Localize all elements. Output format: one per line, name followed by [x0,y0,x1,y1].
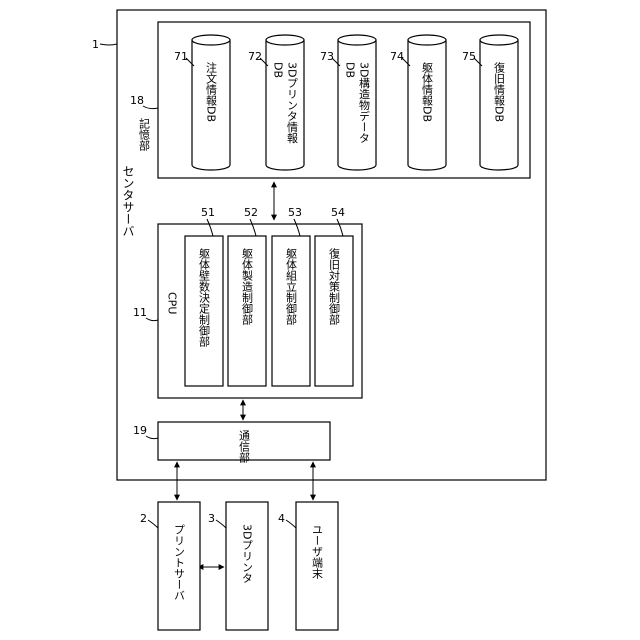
external-device: 3 3Dプリンタ [208,502,268,630]
external-device-leader [148,520,158,528]
storage-ref: 18 [130,94,144,107]
database-label: DB [344,62,357,78]
external-device-label: プリントサーバ [173,524,186,601]
cpu-ref: 11 [133,306,147,319]
external-device: 2 プリントサーバ [140,502,200,630]
external-device-leader [286,520,296,528]
database-label: 3Dプリンタ情報 [286,62,299,144]
database-ref: 72 [248,50,262,63]
external-device-label: ユーザ端末 [311,524,324,580]
communication-ref: 19 [133,424,147,437]
control-unit-label: 復旧対策制御部 [328,248,341,325]
database-label: 躯体情報DB [421,62,434,122]
control-unit-ref: 51 [201,206,215,219]
storage-label: 記憶部 [138,117,151,151]
external-device: 4 ユーザ端末 [278,502,338,630]
center-server-leader [100,44,117,45]
control-unit-ref: 52 [244,206,258,219]
communication-label: 通信部 [238,430,251,463]
control-unit-label: 躯体製造制御部 [241,248,254,325]
center-server-ref: 1 [92,38,99,51]
database-ref: 74 [390,50,404,63]
center-server-label: センタサーバ [121,165,135,237]
control-unit-ref: 53 [288,206,302,219]
database-label: DB [272,62,285,78]
database-label: 3D構造物データ [358,62,371,143]
database-label: 復旧情報DB [493,62,506,122]
external-device-label: 3Dプリンタ [241,524,254,583]
external-device-leader [216,520,226,528]
control-unit-label: 躯体組立制御部 [285,248,298,325]
cpu-label: CPU [166,292,179,314]
control-unit-label: 躯体壁数決定制御部 [198,248,211,347]
database-ref: 71 [174,50,188,63]
database-label: 注文情報DB [205,61,218,122]
storage-unit: 18 記憶部 71注文情報DB723Dプリンタ情報DB733D構造物データDB7… [130,22,530,178]
external-devices: 2 プリントサーバ 3 3Dプリンタ 4 ユーザ端末 [140,502,338,630]
database-ref: 73 [320,50,334,63]
external-device-ref: 4 [278,512,285,525]
external-device-ref: 2 [140,512,147,525]
external-device-ref: 3 [208,512,215,525]
database-ref: 75 [462,50,476,63]
control-unit-ref: 54 [331,206,345,219]
cpu-unit: 11 CPU 51 躯体壁数決定制御部 52 躯体製造制御部 53 躯体組立制御部 54 復旧… [133,206,362,398]
communication-unit: 19 通信部 [133,422,330,463]
